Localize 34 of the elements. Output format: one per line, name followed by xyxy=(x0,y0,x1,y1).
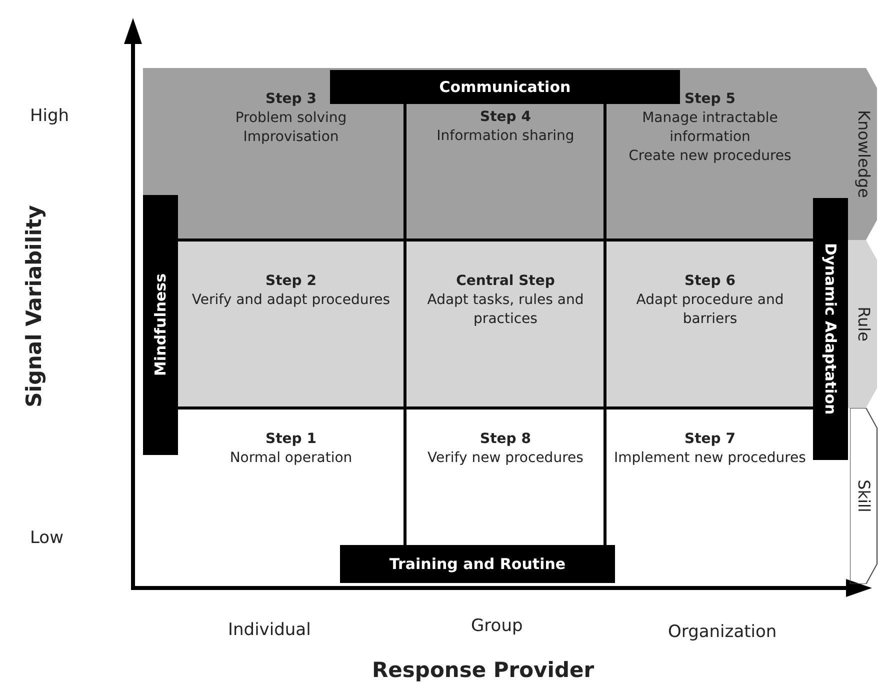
header-bar: Training and Routine xyxy=(340,545,615,583)
level-label: Knowledge xyxy=(854,110,874,198)
step-title: Central Step xyxy=(455,272,556,291)
level-label: Rule xyxy=(854,306,874,342)
axis-label: Low xyxy=(30,528,64,548)
step-description: Verify new procedures xyxy=(426,449,584,468)
step-description: Adapt procedure and barriers xyxy=(635,291,785,329)
step-description: Create new procedures xyxy=(628,147,792,166)
axis-label: High xyxy=(30,106,70,126)
step-description: Information sharing xyxy=(436,127,576,146)
axis-label: Individual xyxy=(228,620,311,640)
step-description: Verify and adapt procedures xyxy=(190,291,392,310)
header-bar: Dynamic Adaptation xyxy=(813,198,848,460)
step-title: Step 7 xyxy=(684,430,736,449)
step-title: Step 5 xyxy=(684,90,736,109)
axis-title: Response Provider xyxy=(372,658,594,682)
step-description: Manage intractable information xyxy=(641,109,779,147)
header-bar: Mindfulness xyxy=(143,195,178,455)
axis-label: Group xyxy=(471,616,523,636)
step-description: Problem solving xyxy=(234,109,348,128)
step-title: Step 2 xyxy=(264,272,318,291)
step-description: Improvisation xyxy=(242,128,340,147)
step-title: Step 6 xyxy=(684,272,736,291)
step-description: Implement new procedures xyxy=(613,449,807,468)
level-label: Skill xyxy=(854,480,874,512)
step-title: Step 1 xyxy=(264,430,318,449)
axis-label: Organization xyxy=(668,622,777,642)
step-description: Adapt tasks, rules and practices xyxy=(426,291,585,329)
step-description: Normal operation xyxy=(228,449,354,468)
step-title: Step 3 xyxy=(264,90,318,109)
step-title: Step 8 xyxy=(479,430,532,449)
axis-title: Signal Variability xyxy=(22,205,46,408)
step-title: Step 4 xyxy=(479,108,532,127)
header-bar: Communication xyxy=(330,70,680,104)
